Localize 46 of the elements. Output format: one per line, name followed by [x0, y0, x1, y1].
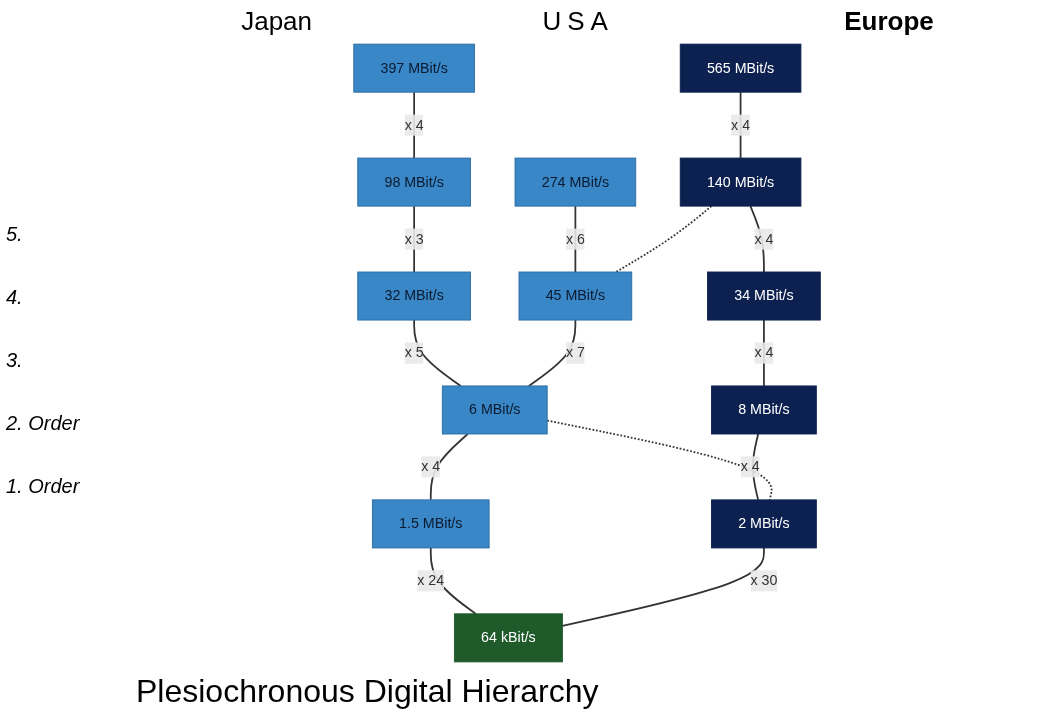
column-heading: Japan	[241, 6, 312, 37]
diagram-title: Plesiochronous Digital Hierarchy	[136, 673, 600, 710]
node-box: 64 kBit/s	[454, 613, 564, 663]
edge-label: x 7	[566, 344, 586, 361]
edge-label: x 4	[754, 231, 774, 247]
node-box: 274 MBit/s	[515, 157, 637, 207]
connector	[562, 547, 766, 627]
edge-label: x 4	[405, 117, 425, 133]
edge-label: x 4	[731, 117, 751, 133]
connector	[740, 91, 742, 159]
connector	[763, 319, 766, 387]
connector	[413, 91, 416, 159]
edge-label: x 4	[754, 344, 774, 361]
node-box: 98 MBit/s	[357, 157, 472, 207]
node-box: 8 MBit/s	[711, 385, 818, 435]
connector	[413, 205, 416, 273]
connector	[574, 205, 577, 273]
node-box: 140 MBit/s	[680, 157, 802, 207]
node-box: 2 MBit/s	[711, 499, 818, 549]
edge-label: x 3	[405, 231, 425, 247]
connector	[430, 433, 470, 501]
node-box: 565 MBit/s	[680, 43, 802, 93]
column-heading: Europe	[844, 6, 934, 37]
node-box: 6 MBit/s	[442, 385, 549, 435]
level-label: 3.	[6, 348, 24, 372]
column-heading: USA	[542, 6, 614, 37]
node-box: 32 MBit/s	[357, 271, 472, 321]
edge-label: x 4	[421, 458, 441, 475]
connector	[528, 319, 577, 387]
connector	[750, 205, 766, 273]
level-label: 1. Order	[6, 474, 81, 498]
edge-label: x 30	[750, 572, 778, 588]
edge-label: x 5	[405, 344, 425, 361]
node-box: 45 MBit/s	[519, 271, 633, 321]
connector	[752, 433, 760, 501]
level-label: 5.	[6, 222, 24, 246]
node-box: 1.5 MBit/s	[372, 499, 491, 549]
connector	[413, 319, 463, 387]
edge-label: x 24	[417, 572, 445, 588]
edge-label: x 6	[566, 231, 586, 247]
node-box: 397 MBit/s	[353, 43, 476, 93]
edge-label: x 4	[741, 458, 761, 475]
level-label: 2. Order	[6, 411, 81, 435]
connector	[615, 205, 713, 273]
node-box: 34 MBit/s	[707, 271, 822, 321]
level-label: 4.	[6, 285, 24, 309]
